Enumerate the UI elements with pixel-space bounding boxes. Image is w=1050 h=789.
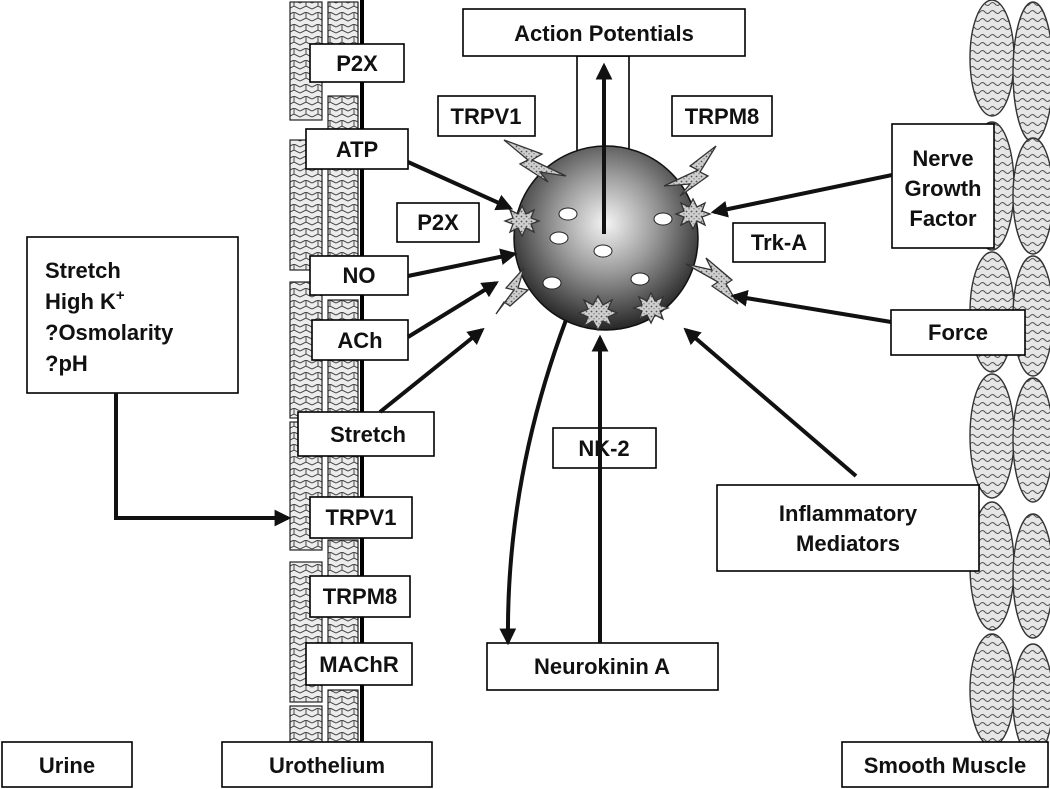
uro-stretch-box <box>297 411 435 457</box>
stimuli-line-osmolarity: ?Osmolarity <box>45 320 174 345</box>
muscle-cell <box>969 373 1015 499</box>
inflammatory-box <box>716 484 980 572</box>
urothelium-label: Urothelium <box>269 753 385 778</box>
star-receptor-icon <box>503 204 541 238</box>
uro-machr-label: MAChR <box>319 652 399 677</box>
trka-box <box>732 222 826 263</box>
star-receptor-icon <box>674 197 712 231</box>
vesicle <box>593 244 613 258</box>
uro-trpm8-label: TRPM8 <box>323 584 398 609</box>
arrowhead-icon <box>683 327 858 478</box>
smooth-muscle-box <box>841 741 1049 788</box>
urine-box <box>1 741 133 788</box>
star-receptor-icon <box>577 294 619 332</box>
uro-ach-box <box>311 319 409 361</box>
uro-p2x-box <box>309 43 405 83</box>
uro-trpv1-label: TRPV1 <box>326 505 397 530</box>
stimuli-box <box>26 236 239 394</box>
stimuli-highk-text: High K <box>45 289 116 314</box>
nerve-trpv1-box <box>437 95 536 137</box>
ngf-box <box>891 123 995 249</box>
stimuli-line-stretch: Stretch <box>45 258 121 283</box>
nerve-p2x-label: P2X <box>417 210 459 235</box>
uro-no-label: NO <box>343 263 376 288</box>
arrowhead-icon <box>730 289 892 324</box>
nerve-trpm8-label: TRPM8 <box>685 104 760 129</box>
nk2-box <box>552 427 657 469</box>
nerve-trpm8-box <box>671 95 773 137</box>
urothelium-box <box>221 741 433 788</box>
muscle-cell <box>1012 643 1050 757</box>
uro-trpm8-box <box>309 575 411 618</box>
smooth-muscle-label: Smooth Muscle <box>864 753 1027 778</box>
nerve-p2x-box <box>396 202 480 243</box>
action-potentials-label: Action Potentials <box>514 21 694 46</box>
force-box <box>890 309 1026 356</box>
arrowhead-icon <box>407 160 514 211</box>
vesicle <box>542 276 562 290</box>
uro-atp-box <box>305 128 409 170</box>
stimuli-line-highk: High K+ <box>45 287 125 314</box>
star-receptor-icon <box>632 291 670 325</box>
muscle-cell <box>1012 1 1050 143</box>
muscle-cell <box>969 633 1015 747</box>
urothelium-layer <box>289 0 364 743</box>
muscle-cell <box>1012 513 1050 639</box>
ngf-line-1: Nerve <box>912 146 973 171</box>
nerve-trpv1-label: TRPV1 <box>451 104 522 129</box>
muscle-cell <box>1012 377 1050 503</box>
inflammatory-line-1: Inflammatory <box>779 501 918 526</box>
nk2-label: NK-2 <box>578 436 629 461</box>
arrowhead-icon <box>378 327 485 414</box>
action-potentials-box <box>462 8 746 57</box>
force-label: Force <box>928 320 988 345</box>
ngf-line-2: Growth <box>905 176 982 201</box>
lightning-channel-icon <box>495 267 530 315</box>
trka-label: Trk-A <box>751 230 807 255</box>
arrowhead-icon <box>406 281 499 339</box>
arrowhead-icon <box>114 393 292 527</box>
vesicle <box>653 212 673 226</box>
muscle-cell <box>1012 137 1050 255</box>
inflammatory-line-2: Mediators <box>796 531 900 556</box>
arrowhead-icon <box>499 319 568 646</box>
neurokinin-box <box>486 642 719 691</box>
smooth-muscle-layer <box>969 0 1050 757</box>
uro-atp-label: ATP <box>336 137 378 162</box>
arrowhead-icon <box>407 248 518 278</box>
urothelium-cell <box>327 95 359 257</box>
neurokinin-label: Neurokinin A <box>534 654 670 679</box>
urine-label: Urine <box>39 753 95 778</box>
urothelium-cell <box>327 689 359 743</box>
uro-stretch-label: Stretch <box>330 422 406 447</box>
uro-machr-box <box>305 642 413 686</box>
vesicle <box>549 231 569 245</box>
vesicle <box>558 207 578 221</box>
lightning-channel-icon <box>685 257 739 305</box>
vesicle <box>630 272 650 286</box>
uro-p2x-label: P2X <box>336 51 378 76</box>
uro-no-box <box>309 255 409 296</box>
stimuli-line-ph: ?pH <box>45 351 88 376</box>
vesicles <box>542 207 673 290</box>
arrowhead-icon <box>710 173 893 218</box>
ngf-line-3: Factor <box>909 206 977 231</box>
muscle-cell <box>969 0 1015 117</box>
arrows <box>114 160 893 646</box>
stimuli-highk-superscript: + <box>116 287 125 304</box>
lightning-channel-icon <box>503 139 567 183</box>
lightning-channel-icon <box>663 145 717 197</box>
urothelium-cell <box>289 705 323 743</box>
uro-trpv1-box <box>309 496 413 539</box>
uro-ach-label: ACh <box>337 328 382 353</box>
